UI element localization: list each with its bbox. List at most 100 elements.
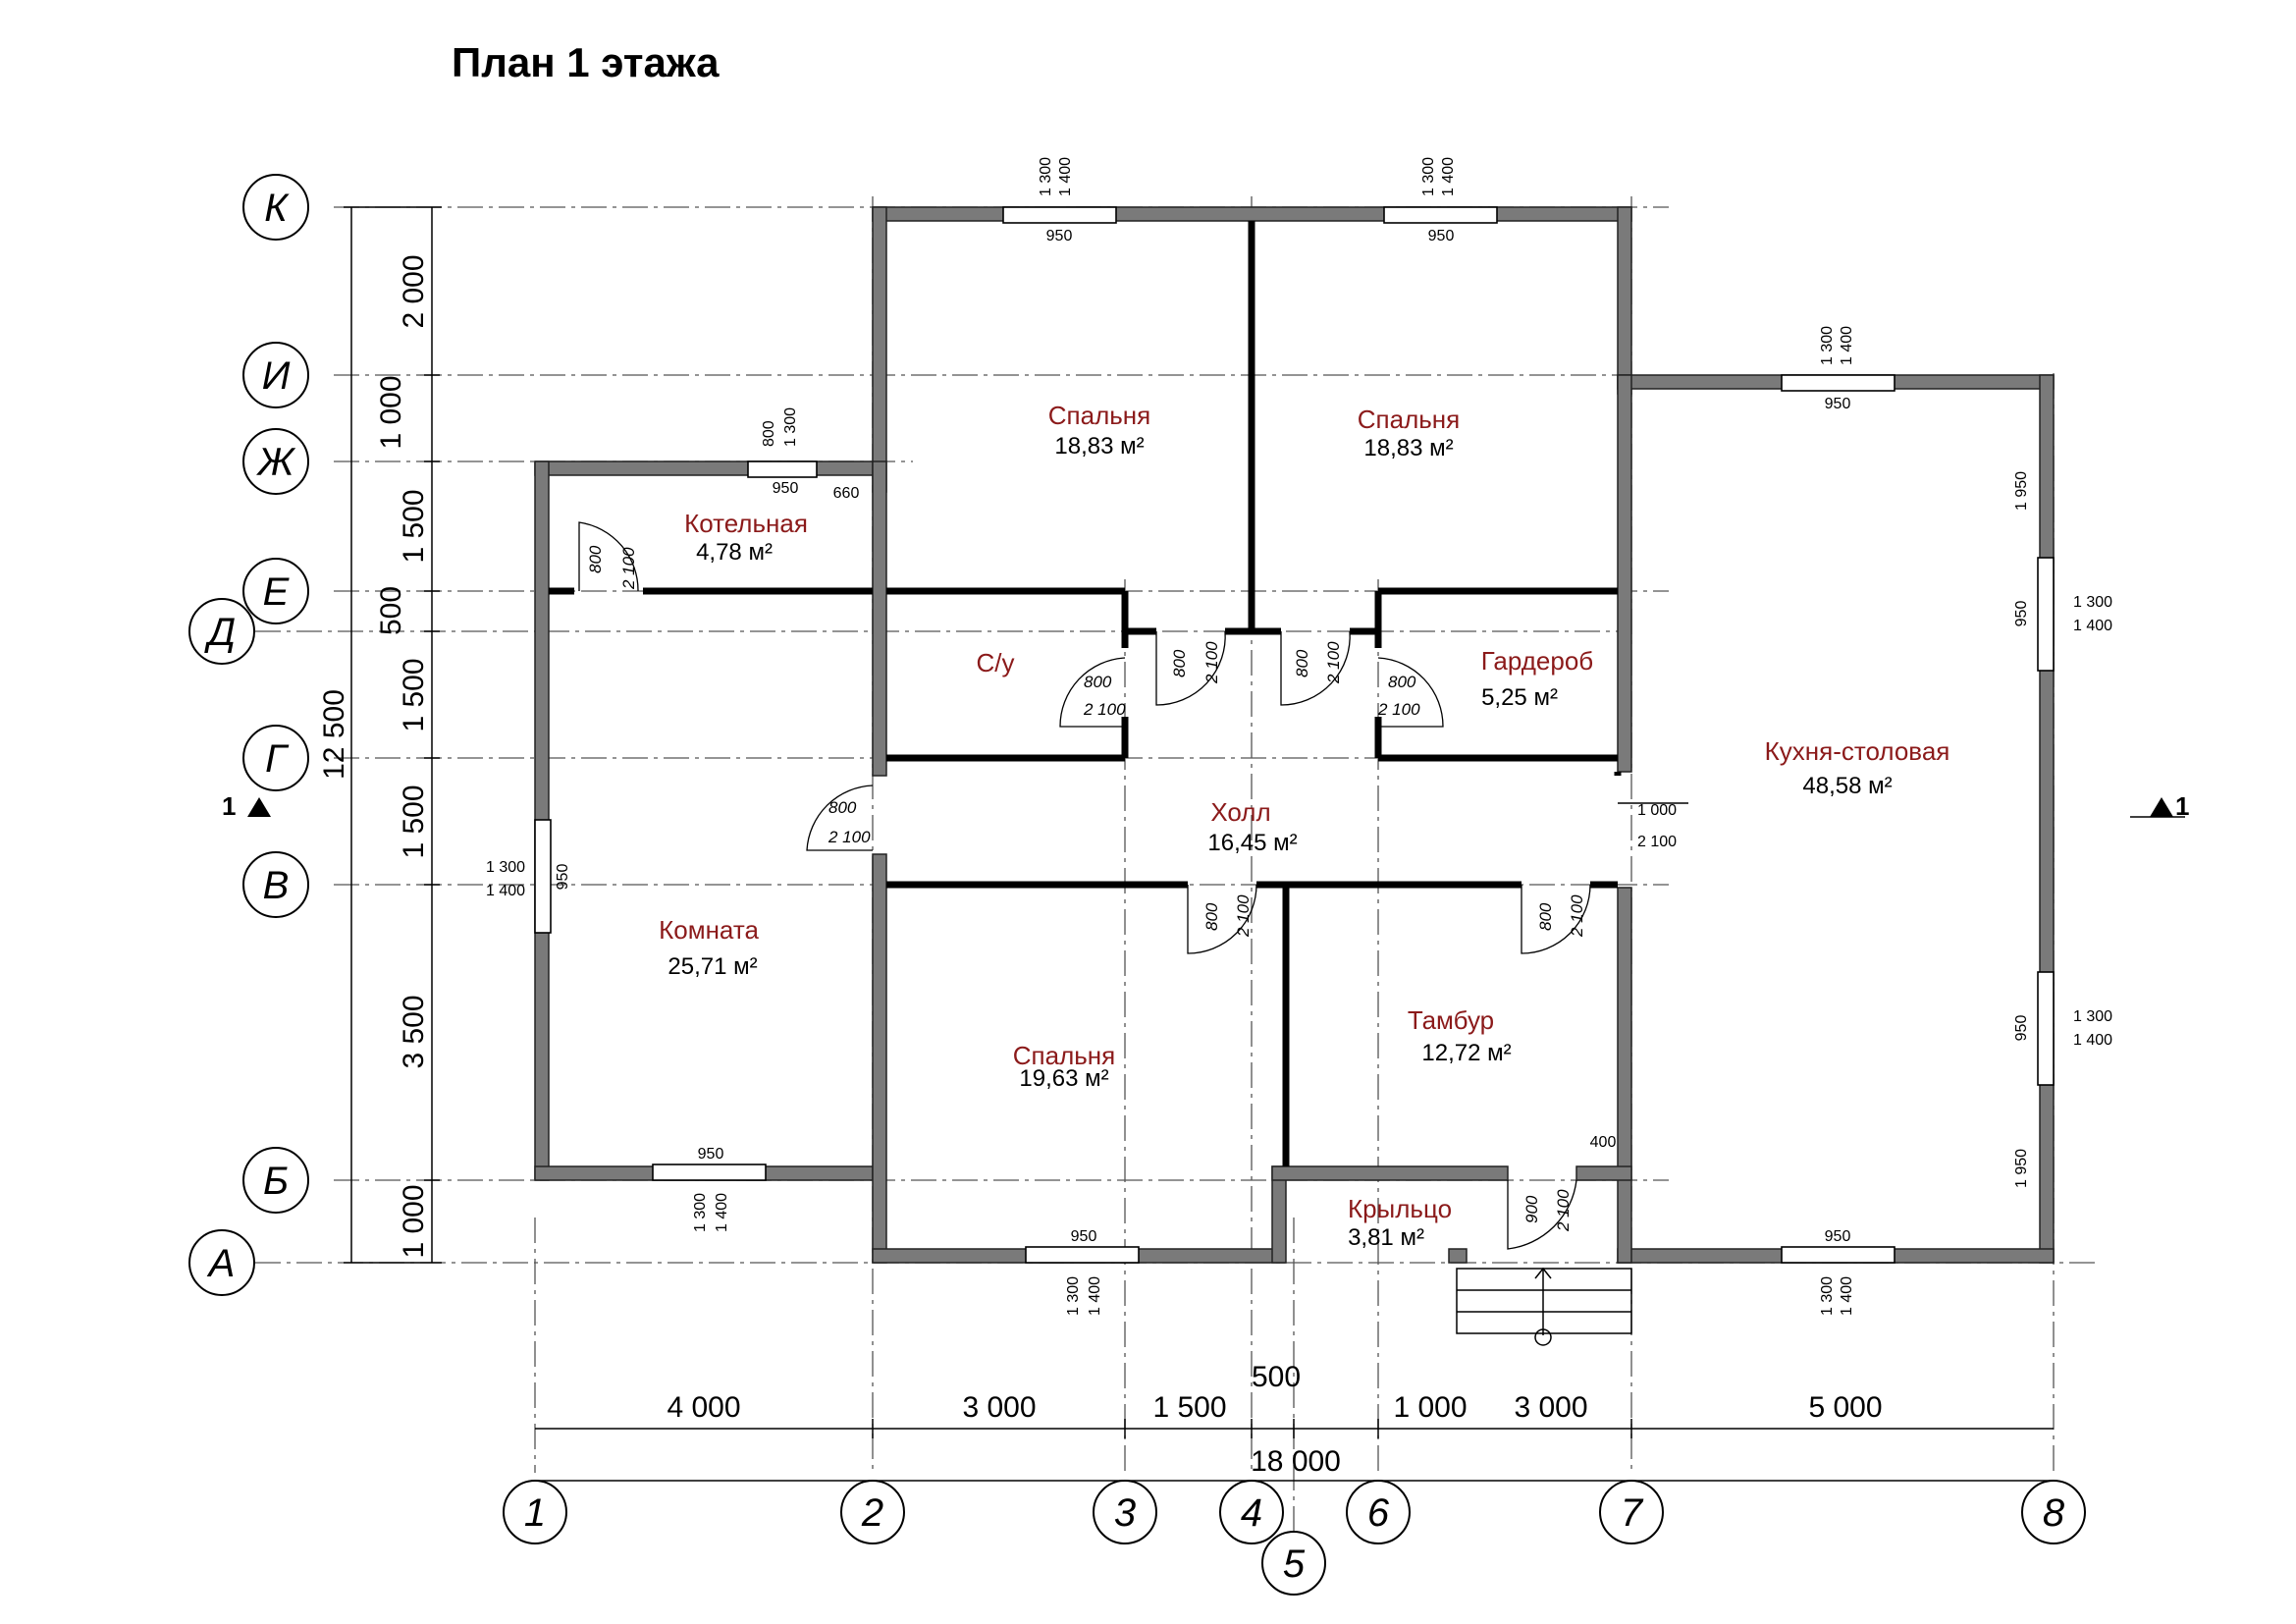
axis-label-8: 8 <box>2043 1491 2065 1535</box>
window-kitchen-right-1 <box>2037 557 2055 672</box>
svg-text:1 400: 1 400 <box>2073 618 2112 634</box>
svg-text:2 100: 2 100 <box>1324 641 1343 684</box>
axis-label-v: В <box>263 864 290 907</box>
svg-text:2 100: 2 100 <box>1234 894 1253 938</box>
svg-text:800: 800 <box>828 798 857 817</box>
svg-text:950: 950 <box>2013 601 2030 627</box>
axis-bubbles-numbers: 1 2 3 4 5 6 7 8 <box>503 1480 2086 1596</box>
window-kitchen-bottom <box>1781 1246 1896 1264</box>
dim-left-2: 1 000 <box>375 375 407 449</box>
axis-label-g: Г <box>265 737 290 781</box>
window-kitchen-right-2 <box>2037 971 2055 1086</box>
window-top-1 <box>1002 206 1117 224</box>
dim-left-4: 500 <box>375 586 407 635</box>
room-area-hall: 16,45 м² <box>1207 830 1297 856</box>
dim-left-1: 2 000 <box>398 254 430 328</box>
room-name-bedroom-2: Спальня <box>1358 405 1460 434</box>
room-area-porch: 3,81 м² <box>1348 1224 1424 1251</box>
svg-text:2 100: 2 100 <box>1083 700 1126 719</box>
door-bedroom-2 <box>1280 630 1351 706</box>
room-area-bedroom-2: 18,83 м² <box>1363 435 1453 461</box>
svg-text:2 100: 2 100 <box>828 828 871 846</box>
svg-text:800: 800 <box>1388 673 1416 691</box>
door-dimension-labels: 800 2 100 800 2 100 800 2 100 800 2 100 … <box>586 545 1677 1232</box>
room-area-kitchen: 48,58 м² <box>1802 773 1892 799</box>
axis-bubble-5 <box>1261 1531 1326 1596</box>
porch-steps <box>1456 1267 1632 1346</box>
windows <box>534 206 2055 1264</box>
svg-text:1 400: 1 400 <box>1440 157 1457 196</box>
axis-label-3: 3 <box>1114 1491 1136 1535</box>
svg-text:400: 400 <box>1590 1134 1617 1151</box>
svg-text:2 100: 2 100 <box>619 547 638 590</box>
room-area-vestibule: 12,72 м² <box>1421 1040 1511 1066</box>
room-area-bedroom-3: 19,63 м² <box>1019 1065 1108 1092</box>
dim-left-5: 1 500 <box>398 658 430 731</box>
svg-text:1 300: 1 300 <box>1420 157 1437 196</box>
axis-bubble-4 <box>1219 1480 1284 1544</box>
svg-text:950: 950 <box>555 864 571 891</box>
window-kitchen-top <box>1781 374 1896 392</box>
interior-walls <box>549 221 1622 1166</box>
svg-text:1 400: 1 400 <box>1087 1276 1103 1316</box>
svg-text:1 400: 1 400 <box>714 1193 730 1232</box>
window-room-bottom <box>652 1164 767 1181</box>
svg-text:1 300: 1 300 <box>1819 326 1836 365</box>
svg-text:950: 950 <box>773 480 799 497</box>
svg-text:2 100: 2 100 <box>1637 834 1677 850</box>
svg-text:950: 950 <box>698 1146 724 1163</box>
axis-label-7: 7 <box>1621 1491 1644 1535</box>
axis-bubble-8 <box>2021 1480 2086 1544</box>
axis-label-k: К <box>264 187 290 230</box>
svg-text:1 300: 1 300 <box>486 859 525 876</box>
window-top-2 <box>1383 206 1498 224</box>
room-name-boiler: Котельная <box>684 509 808 538</box>
window-boiler <box>747 460 818 478</box>
dim-bottom-1: 4 000 <box>667 1391 740 1424</box>
room-name-bedroom-1: Спальня <box>1048 401 1150 430</box>
axis-bubble-zh <box>242 428 309 495</box>
axis-label-i: И <box>262 354 291 398</box>
axis-bubble-b <box>242 1147 309 1214</box>
room-area-room: 25,71 м² <box>667 953 757 980</box>
dim-bottom-3: 1 500 <box>1152 1391 1226 1424</box>
svg-text:1 400: 1 400 <box>1839 326 1855 365</box>
axis-bubble-2 <box>840 1480 905 1544</box>
room-name-room: Комната <box>659 915 759 945</box>
dim-bottom-total: 18 000 <box>1251 1445 1341 1478</box>
axis-label-5: 5 <box>1283 1543 1306 1586</box>
svg-text:1 000: 1 000 <box>1637 802 1677 819</box>
svg-text:1 300: 1 300 <box>692 1193 709 1232</box>
room-name-hall: Холл <box>1210 797 1270 827</box>
svg-text:950: 950 <box>1825 396 1851 412</box>
section-label-left: 1 <box>222 791 236 821</box>
door-vestibule <box>1521 884 1591 954</box>
svg-text:950: 950 <box>1825 1228 1851 1245</box>
section-markers: 1 1 <box>222 791 2189 821</box>
dim-bottom-2: 3 000 <box>962 1391 1036 1424</box>
axis-label-a: А <box>207 1242 236 1285</box>
axis-bubble-g <box>242 725 309 791</box>
dim-bottom-5: 1 000 <box>1393 1391 1467 1424</box>
room-name-vestibule: Тамбур <box>1408 1005 1494 1035</box>
room-name-wc: С/у <box>977 648 1015 677</box>
svg-text:950: 950 <box>2013 1015 2030 1042</box>
axis-bubble-7 <box>1599 1480 1664 1544</box>
axis-bubble-6 <box>1346 1480 1411 1544</box>
svg-text:800: 800 <box>1170 649 1189 677</box>
svg-text:1 300: 1 300 <box>1038 157 1054 196</box>
room-name-wardrobe: Гардероб <box>1481 646 1593 676</box>
axis-bubble-d <box>188 598 255 665</box>
dim-bottom-7: 5 000 <box>1808 1391 1882 1424</box>
dim-bottom-6: 3 000 <box>1514 1391 1587 1424</box>
axis-bubble-k <box>242 174 309 241</box>
axis-bubbles-letters: К И Ж Е Д Г В Б А <box>188 174 309 1296</box>
svg-text:950: 950 <box>1046 228 1073 244</box>
door-wardrobe <box>1377 657 1444 728</box>
axis-label-d: Д <box>204 611 236 654</box>
room-name-porch: Крыльцо <box>1348 1194 1452 1223</box>
svg-text:660: 660 <box>833 485 860 502</box>
axis-bubble-a <box>188 1229 255 1296</box>
svg-text:800: 800 <box>761 420 777 447</box>
